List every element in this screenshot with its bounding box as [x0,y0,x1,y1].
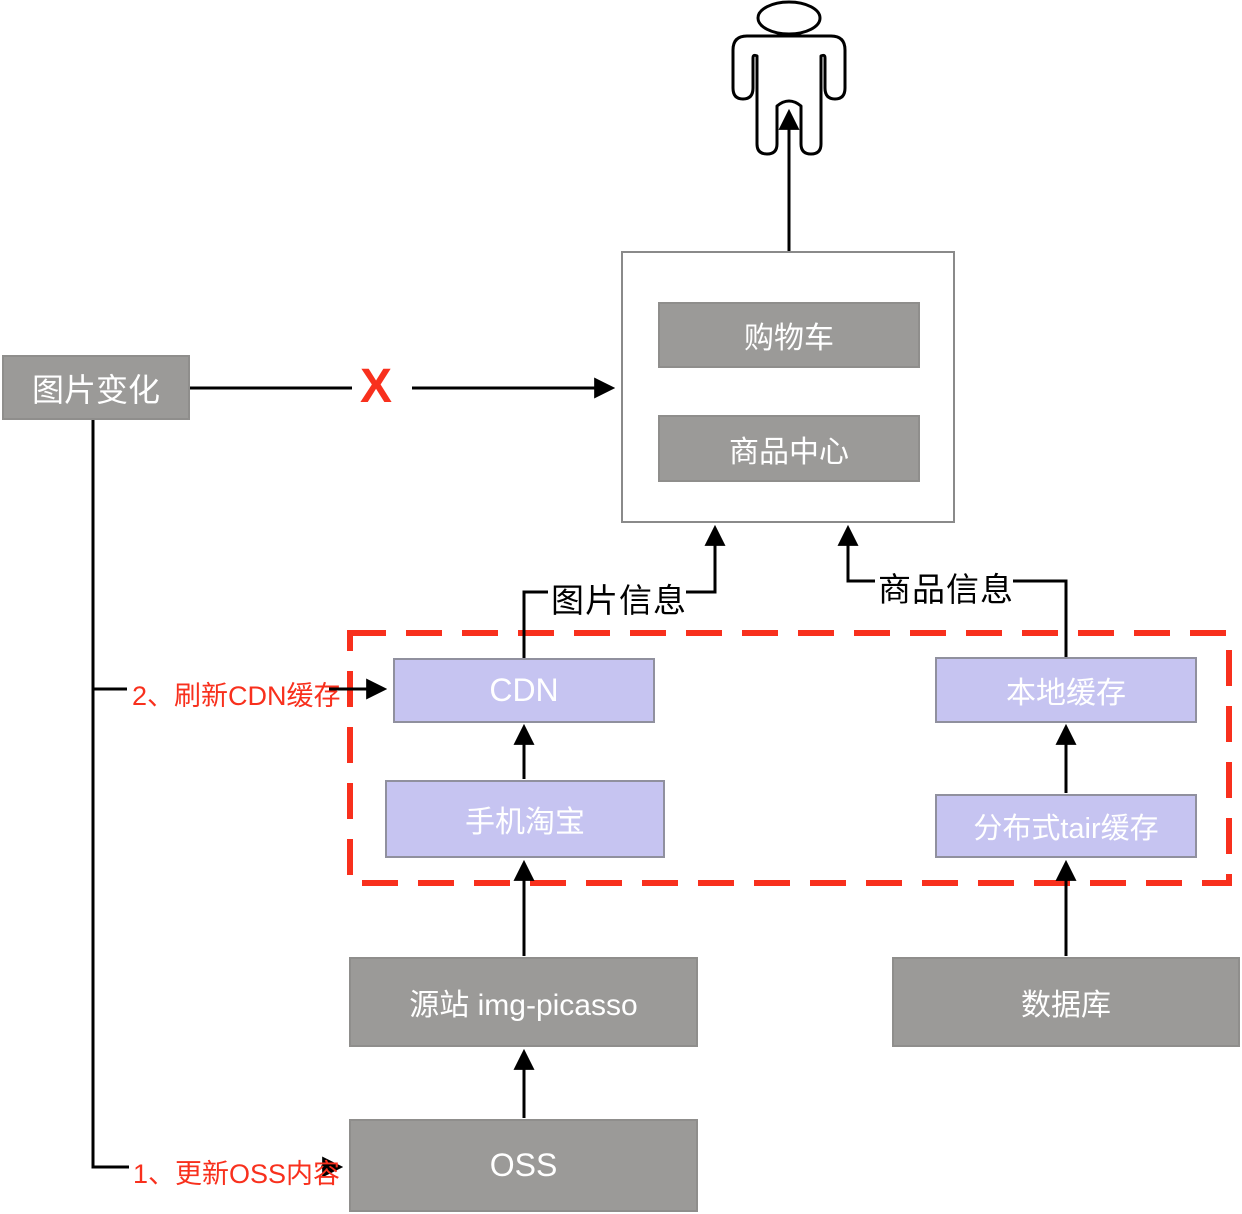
node-cart-label: 购物车 [744,322,834,355]
image-info-label: 图片信息 [551,582,687,619]
arrow-product-info-to-appbox [837,524,875,583]
node-origin-site: 源站 img-picasso [349,957,698,1047]
node-cart: 购物车 [658,302,920,368]
app-frame [621,251,955,523]
node-image-change: 图片变化 [2,355,190,420]
node-mobile-taobao: 手机淘宝 [385,780,665,858]
node-oss-label: OSS [489,1147,558,1183]
node-tair-cache: 分布式tair缓存 [935,794,1197,858]
line-image-change-down [91,419,129,1169]
line-cdn-to-image-info [522,590,548,658]
node-origin-site-label: 源站 img-picasso [409,989,638,1022]
arrow-image-info-to-appbox [686,524,726,594]
person-icon [731,0,847,156]
line-local-cache-to-product-info [1013,579,1068,658]
node-cdn-label: CDN [489,672,559,708]
node-tair-cache-label: 分布式tair缓存 [973,813,1159,845]
person-body [731,34,847,156]
node-local-cache-label: 本地缓存 [1006,677,1126,710]
node-cdn: CDN [393,658,655,723]
node-product-center: 商品中心 [658,415,920,482]
node-database-label: 数据库 [1021,989,1111,1022]
person-head [756,0,822,36]
node-oss: OSS [349,1119,698,1212]
step1-update-oss-label: 1、更新OSS内容 [133,1159,341,1189]
step2-refresh-cdn-label: 2、刷新CDN缓存 [132,681,341,711]
blocked-x-label: X [360,360,393,413]
node-local-cache: 本地缓存 [935,657,1197,723]
node-database: 数据库 [892,957,1240,1047]
node-product-center-label: 商品中心 [729,435,849,469]
node-image-change-label: 图片变化 [31,371,160,408]
node-mobile-taobao-label: 手机淘宝 [465,806,585,839]
cache-layer-dashed-border [347,630,1232,886]
product-info-label: 商品信息 [878,571,1014,608]
